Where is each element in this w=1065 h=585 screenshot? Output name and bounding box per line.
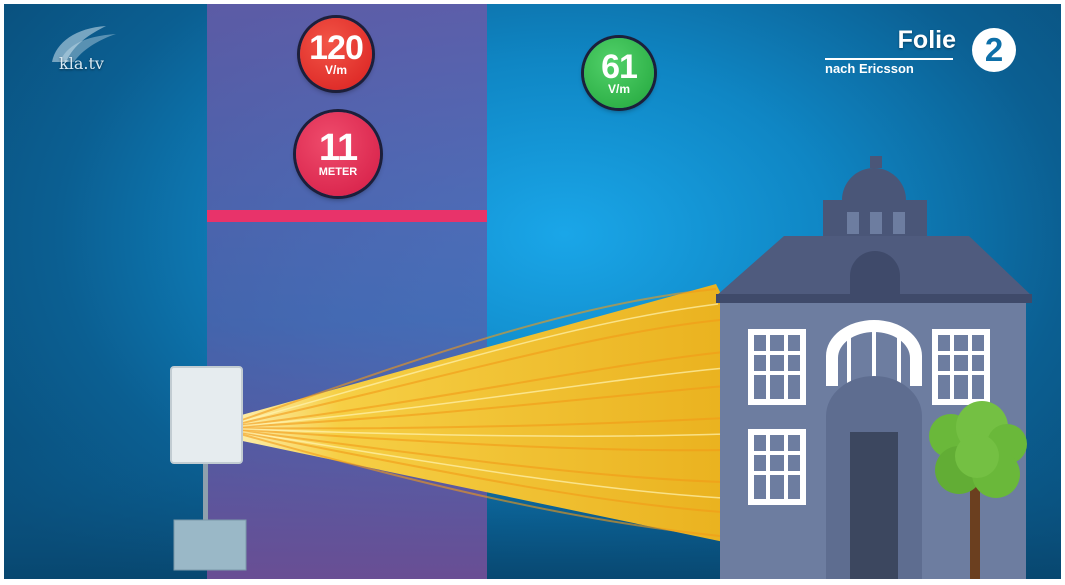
badge-value: 120 <box>309 32 363 64</box>
badge-unit: V/m <box>325 64 347 77</box>
antenna-pole <box>203 459 208 521</box>
scene-frame: kla.tv Folie nach Ericsson 2 120 V/m 11 … <box>4 4 1061 579</box>
badge-value: 61 <box>601 51 637 83</box>
badge-value: 11 <box>319 130 357 166</box>
slide-source: nach Ericsson <box>825 61 914 76</box>
barrier-line <box>207 210 487 222</box>
distance-badge: 11 METER <box>296 112 380 196</box>
exposure-zone <box>207 4 487 579</box>
field-strength-far-badge: 61 V/m <box>584 38 654 108</box>
badge-unit: V/m <box>608 83 630 96</box>
field-strength-near-badge: 120 V/m <box>300 18 372 90</box>
slide-title: Folie <box>898 26 956 55</box>
slide-number-badge: 2 <box>972 28 1016 72</box>
antenna-base <box>174 520 246 570</box>
badge-unit: METER <box>319 166 358 179</box>
logo-text: kla.tv <box>59 54 104 73</box>
slide-title-underline <box>825 58 953 60</box>
illustration <box>4 4 1061 579</box>
antenna-panel <box>171 367 242 463</box>
house <box>716 156 1032 579</box>
slide-label: Folie nach Ericsson 2 <box>822 26 1022 82</box>
